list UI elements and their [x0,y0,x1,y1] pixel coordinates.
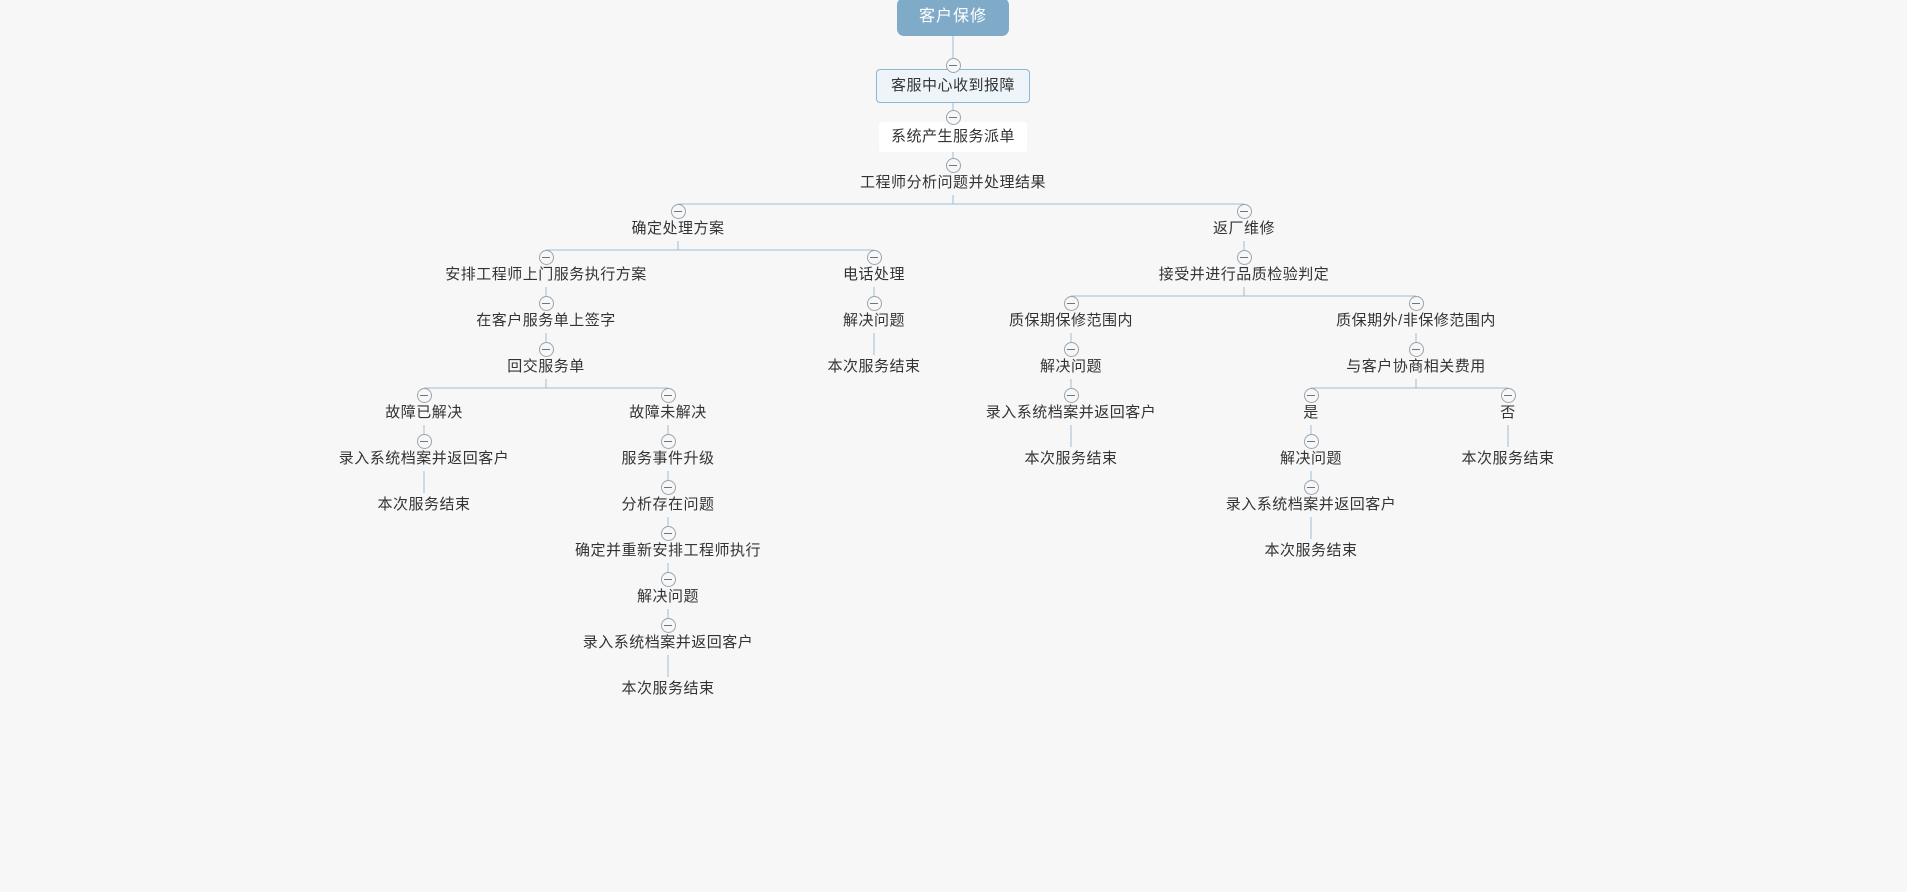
mindmap-node-n32[interactable]: 录入系统档案并返回客户 [1225,496,1397,513]
mindmap-node-n34[interactable]: 否 [1500,404,1516,421]
mindmap-node-n27[interactable]: 本次服务结束 [1024,450,1118,467]
collapse-toggle-n24[interactable] [1063,295,1079,311]
collapse-toggle-n10[interactable] [416,433,432,449]
collapse-toggle-n16[interactable] [660,571,676,587]
mindmap-node-n22[interactable]: 返厂维修 [1212,220,1276,237]
collapse-toggle-n5[interactable] [670,203,686,219]
mindmap-node-n33[interactable]: 本次服务结束 [1264,542,1358,559]
collapse-toggle-n15[interactable] [660,525,676,541]
mindmap-node-n4[interactable]: 工程师分析问题并处理结果 [859,174,1047,191]
collapse-toggle-n19[interactable] [866,249,882,265]
mindmap-node-n3[interactable]: 系统产生服务派单 [878,122,1028,152]
mindmap-node-n21[interactable]: 本次服务结束 [827,358,921,375]
mindmap-node-n2[interactable]: 客服中心收到报障 [875,69,1031,103]
mindmap-node-n17[interactable]: 录入系统档案并返回客户 [582,634,754,651]
mindmap-node-n11[interactable]: 本次服务结束 [377,496,471,513]
mindmap-node-n1[interactable]: 客户保修 [896,0,1010,36]
collapse-toggle-n26[interactable] [1063,387,1079,403]
mindmap-node-n31[interactable]: 解决问题 [1279,450,1343,467]
collapse-toggle-n32[interactable] [1303,479,1319,495]
collapse-toggle-n4[interactable] [945,157,961,173]
mindmap-node-n15[interactable]: 确定并重新安排工程师执行 [574,542,762,559]
collapse-toggle-n13[interactable] [660,433,676,449]
collapse-toggle-n31[interactable] [1303,433,1319,449]
mindmap-node-n9[interactable]: 故障已解决 [385,404,463,421]
collapse-toggle-n34[interactable] [1500,387,1516,403]
mindmap-node-n18[interactable]: 本次服务结束 [621,680,715,697]
mindmap-node-n24[interactable]: 质保期保修范围内 [1008,312,1134,329]
mindmap-node-n12[interactable]: 故障未解决 [629,404,707,421]
mindmap-node-n29[interactable]: 与客户协商相关费用 [1346,358,1486,375]
mindmap-node-n19[interactable]: 电话处理 [842,266,906,283]
mindmap-node-n10[interactable]: 录入系统档案并返回客户 [338,450,510,467]
mindmap-node-n14[interactable]: 分析存在问题 [621,496,715,513]
mindmap-node-n5[interactable]: 确定处理方案 [631,220,725,237]
mindmap-node-n26[interactable]: 录入系统档案并返回客户 [985,404,1157,421]
collapse-toggle-n23[interactable] [1236,249,1252,265]
collapse-toggle-n12[interactable] [660,387,676,403]
collapse-toggle-n8[interactable] [538,341,554,357]
collapse-toggle-n25[interactable] [1063,341,1079,357]
collapse-toggle-n9[interactable] [416,387,432,403]
collapse-toggle-n3[interactable] [945,109,961,125]
mindmap-node-n20[interactable]: 解决问题 [842,312,906,329]
collapse-toggle-n22[interactable] [1236,203,1252,219]
mindmap-node-n13[interactable]: 服务事件升级 [621,450,715,467]
collapse-toggle-n6[interactable] [538,249,554,265]
collapse-toggle-n7[interactable] [538,295,554,311]
mindmap-node-n8[interactable]: 回交服务单 [507,358,585,375]
mindmap-node-n25[interactable]: 解决问题 [1039,358,1103,375]
mindmap-node-n35[interactable]: 本次服务结束 [1461,450,1555,467]
mindmap-node-n6[interactable]: 安排工程师上门服务执行方案 [445,266,647,283]
collapse-toggle-n28[interactable] [1408,295,1424,311]
mindmap-node-n16[interactable]: 解决问题 [636,588,700,605]
mindmap-node-n30[interactable]: 是 [1303,404,1319,421]
collapse-toggle-n2[interactable] [945,57,961,73]
collapse-toggle-n17[interactable] [660,617,676,633]
collapse-toggle-n29[interactable] [1408,341,1424,357]
mindmap-node-n7[interactable]: 在客户服务单上签字 [476,312,616,329]
mindmap-node-n28[interactable]: 质保期外/非保修范围内 [1336,312,1496,329]
collapse-toggle-n30[interactable] [1303,387,1319,403]
collapse-toggle-n14[interactable] [660,479,676,495]
mindmap-node-n23[interactable]: 接受并进行品质检验判定 [1158,266,1330,283]
collapse-toggle-n20[interactable] [866,295,882,311]
